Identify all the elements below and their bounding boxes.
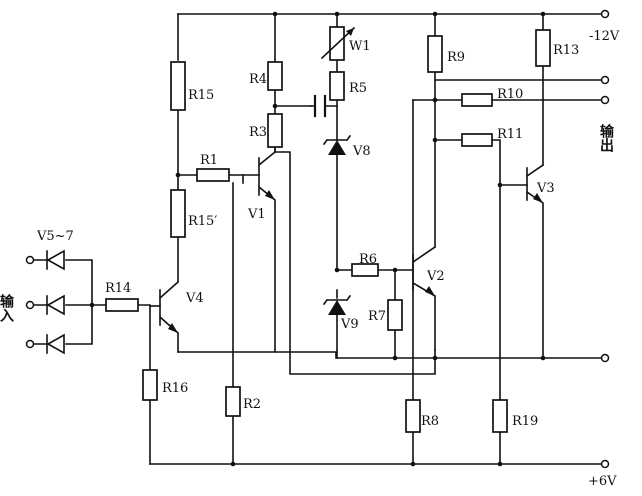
resistor-R19 [492,399,508,433]
resistor-R1 [196,168,230,182]
output-terminal[interactable] [600,95,610,105]
resistor-R15p [170,189,186,238]
diodes [46,134,352,355]
diode-icon [46,333,65,355]
label-R16: R16 [162,381,188,396]
emitter-arrow-icon [168,323,178,333]
diode-icon [46,249,65,271]
resistor-R5 [329,71,345,101]
terminals [25,9,610,469]
resistor-R15 [170,61,186,111]
label-V5-7: V5~7 [36,229,74,244]
resistor-R3 [267,113,283,148]
emitter-arrow-icon [425,286,435,296]
resistor-R8 [405,399,421,433]
capacitor [313,94,327,118]
label-V8: V8 [352,144,371,159]
emitter-arrow-icon [533,193,543,203]
label-V9: V9 [340,317,359,332]
resistor-R13 [535,29,551,67]
label-R8: R8 [421,414,439,429]
rail-terminal-bottom[interactable] [600,459,610,469]
label-V2: V2 [426,269,445,284]
label-R10: R10 [497,87,523,102]
label-R14: R14 [105,281,131,296]
label-R5: R5 [349,81,367,96]
resistor-R2 [225,386,241,417]
label-V4: V4 [185,291,204,306]
resistor-R9 [427,35,443,73]
rail-top-label: -12V [589,29,620,44]
label-R11: R11 [497,127,523,142]
rail-bottom-label: +6V [588,474,617,489]
input-label: 输入 [0,293,14,322]
label-R15: R15 [188,88,214,103]
rail-terminal-top[interactable] [600,9,610,19]
label-R6: R6 [359,252,377,267]
label-R7: R7 [368,309,386,324]
labels: -12V +6V 输入 输出 V5~7 R14 V4 R15 R15′ R16 … [0,29,620,489]
zener-diode-V9-icon [322,294,352,315]
resistor-R14 [105,298,139,312]
label-R2: R2 [243,397,261,412]
resistor-R10 [461,93,493,107]
label-R19: R19 [512,414,538,429]
zener-diode-V8-icon [322,134,352,155]
label-R3: R3 [249,125,267,140]
arrow-head-icon [346,28,354,36]
resistors [105,26,551,433]
output-label: 输出 [598,123,614,153]
label-R13: R13 [553,43,579,58]
label-R15p: R15′ [188,214,217,229]
label-W1: W1 [349,39,371,54]
resistor-R16 [142,369,158,401]
emitter-arrow-icon [265,190,275,200]
ground-terminal[interactable] [600,353,610,363]
input-terminal[interactable] [25,339,35,349]
label-R4: R4 [249,72,267,87]
label-R1: R1 [200,153,218,168]
resistor-R4 [267,61,283,91]
resistor-R6 [351,263,379,277]
input-terminal[interactable] [25,255,35,265]
input-terminal[interactable] [25,300,35,310]
label-V3: V3 [536,181,555,196]
diode-icon [46,294,65,316]
label-R9: R9 [447,50,465,65]
junction-dots [89,11,546,467]
resistor-R7 [387,299,403,331]
resistor-R11 [461,133,493,147]
wiring [29,13,602,465]
label-V1: V1 [247,207,266,222]
output-terminal[interactable] [600,75,610,85]
